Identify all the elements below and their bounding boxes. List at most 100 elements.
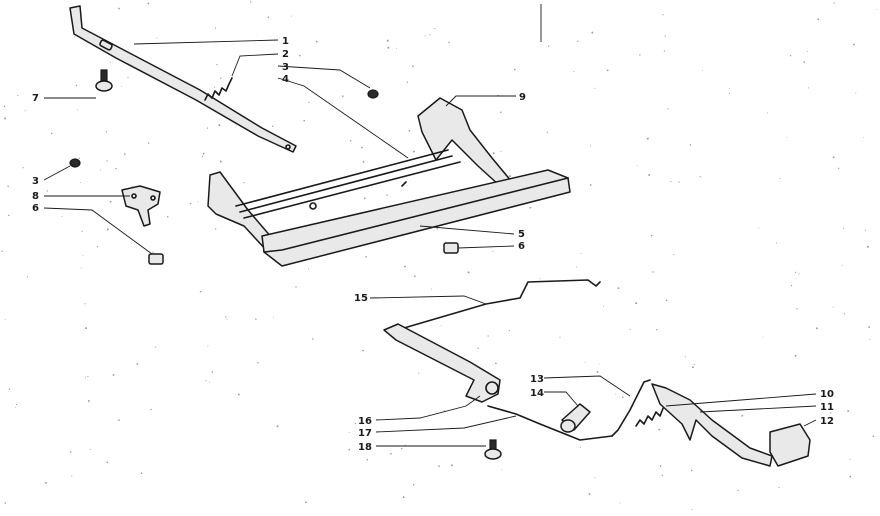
part-lever-arm xyxy=(69,5,297,153)
scan-speck xyxy=(105,131,108,133)
scan-speck xyxy=(636,165,638,167)
scan-speck xyxy=(80,267,82,269)
scan-speck xyxy=(44,481,47,484)
scan-speck xyxy=(487,335,489,337)
scan-speck xyxy=(508,175,511,178)
part-bracket-8 xyxy=(121,185,161,227)
scan-speck xyxy=(589,184,592,186)
scan-speck xyxy=(448,41,450,43)
part-nut-3b xyxy=(69,158,81,168)
scan-speck xyxy=(665,299,668,302)
scan-speck xyxy=(152,251,154,253)
scan-speck xyxy=(662,14,664,16)
scan-speck xyxy=(648,173,651,176)
scan-speck xyxy=(832,156,835,159)
scan-speck xyxy=(106,160,108,162)
scan-speck xyxy=(655,329,658,331)
scan-speck xyxy=(598,363,600,365)
scan-speck xyxy=(206,127,209,129)
scan-speck xyxy=(863,137,865,138)
scan-speck xyxy=(603,306,604,308)
scan-speck xyxy=(864,229,866,231)
scan-speck xyxy=(127,76,129,78)
scan-speck xyxy=(71,475,73,477)
leader-lines xyxy=(43,39,817,447)
scan-speck xyxy=(136,363,139,365)
scan-speck xyxy=(109,200,112,203)
scan-speck xyxy=(16,403,18,406)
scan-speck xyxy=(702,70,704,72)
scan-speck xyxy=(418,372,420,374)
scan-speck xyxy=(663,50,665,52)
part-pad-6a xyxy=(148,253,164,265)
scan-speck xyxy=(798,273,800,275)
scan-speck xyxy=(513,68,516,71)
scan-speck xyxy=(849,475,852,478)
scan-speck xyxy=(61,216,63,218)
scan-speck xyxy=(434,28,436,30)
scan-speck xyxy=(366,459,369,461)
scan-speck xyxy=(584,362,586,364)
scan-speck xyxy=(619,502,621,504)
scan-speck xyxy=(807,87,810,89)
scan-speck xyxy=(855,92,857,94)
part-pad-6b xyxy=(443,242,459,254)
scan-speck xyxy=(480,170,482,172)
scan-speck xyxy=(495,362,497,365)
scan-speck xyxy=(112,374,115,376)
scan-speck xyxy=(559,336,561,338)
scan-speck xyxy=(741,414,744,417)
scan-speck xyxy=(147,2,150,5)
scan-speck xyxy=(546,131,548,133)
callout-3-upper: 3 xyxy=(282,62,289,73)
part-screw-7 xyxy=(95,69,113,92)
scan-speck xyxy=(115,167,117,170)
scan-speck xyxy=(579,446,581,448)
scan-speck xyxy=(74,36,76,38)
scan-speck xyxy=(842,264,843,266)
scan-speck xyxy=(406,81,409,83)
scan-speck xyxy=(295,286,297,288)
scan-speck xyxy=(762,336,764,338)
scan-speck xyxy=(412,483,415,486)
scan-speck xyxy=(400,447,403,450)
scan-speck xyxy=(17,94,19,97)
scan-speck xyxy=(147,142,150,144)
scan-speck xyxy=(85,376,86,378)
scan-speck xyxy=(691,509,693,510)
scan-speck xyxy=(402,496,405,499)
scan-speck xyxy=(4,117,6,120)
scan-speck xyxy=(354,422,357,425)
scan-speck xyxy=(591,31,594,34)
scan-speck xyxy=(670,181,672,183)
scan-speck xyxy=(667,108,669,110)
scan-speck xyxy=(202,152,205,155)
scan-speck xyxy=(673,253,675,256)
scan-speck xyxy=(79,182,81,183)
scan-speck xyxy=(606,69,609,72)
scan-speck xyxy=(298,54,301,57)
scan-speck xyxy=(790,284,793,287)
scan-speck xyxy=(775,242,778,244)
part-bar-base-5 xyxy=(207,97,571,267)
scan-speck xyxy=(492,152,495,155)
callout-12: 12 xyxy=(820,416,834,427)
scan-speck xyxy=(847,409,850,412)
scan-speck xyxy=(803,61,806,63)
callout-labels: 1 2 3 4 7 9 3 8 6 5 6 15 13 14 10 11 12 … xyxy=(32,36,834,453)
scan-speck xyxy=(500,469,502,471)
scan-speck xyxy=(635,302,638,305)
scan-speck xyxy=(362,349,364,352)
scan-speck xyxy=(431,288,433,290)
callout-10: 10 xyxy=(820,389,834,400)
scan-speck xyxy=(796,308,798,310)
scan-speck xyxy=(155,346,157,348)
scan-speck xyxy=(436,228,439,230)
scan-speck xyxy=(817,18,820,21)
scan-speck xyxy=(573,71,575,73)
scan-speck xyxy=(4,502,7,504)
scan-speck xyxy=(621,396,624,399)
callout-6-left: 6 xyxy=(32,203,39,214)
scan-speck xyxy=(361,146,363,149)
